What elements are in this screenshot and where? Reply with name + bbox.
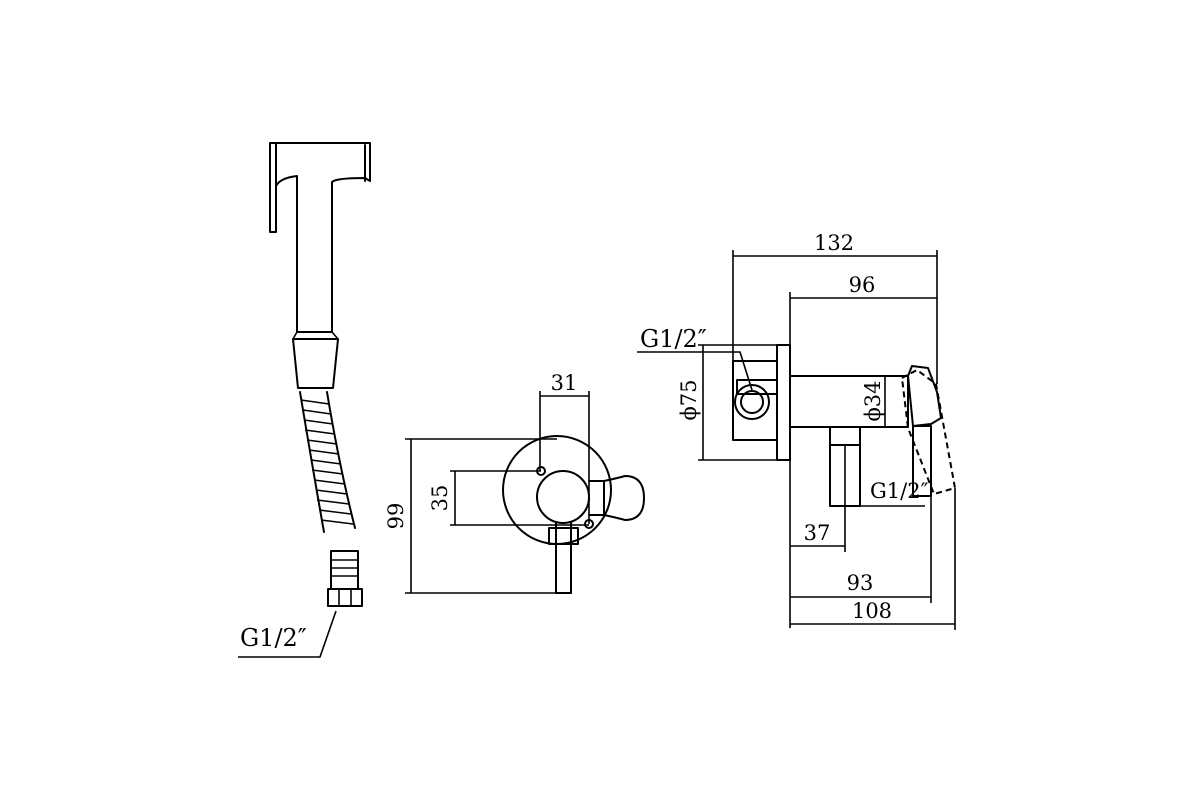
- hose-ribs: [300, 399, 354, 525]
- sprayer-collar: [292, 338, 339, 389]
- valve-body: [536, 470, 590, 524]
- hose-thread-leader: [238, 610, 337, 658]
- dim-front-width-value: 31: [551, 371, 578, 395]
- dim-front-width: [539, 391, 590, 524]
- front-handle: [588, 475, 645, 521]
- sprayer-head: [269, 142, 371, 333]
- side-view: 132 96 ϕ75 ϕ34 G1/2″ G1/2″ 37 93: [637, 231, 957, 630]
- front-outlet-nut: [548, 527, 579, 545]
- dim-body-to-lever: [789, 292, 937, 345]
- outlet-thread-label: G1/2″: [870, 479, 929, 503]
- flexible-hose: [299, 391, 356, 533]
- dim-total-depth-value: 108: [852, 599, 892, 623]
- dim-overall-width: [732, 250, 938, 384]
- dim-front-height: [405, 438, 557, 594]
- hand-sprayer-view: G1/2″: [238, 142, 371, 658]
- dim-lever-depth: [790, 496, 932, 603]
- dim-outlet-offset: [789, 427, 846, 628]
- dim-plate-diameter-value: ϕ75: [677, 379, 701, 420]
- dim-front-inner: [450, 470, 589, 526]
- dim-overall-width-value: 132: [814, 231, 854, 255]
- side-lever: [907, 365, 942, 427]
- front-outlet: [555, 521, 572, 594]
- inlet-thread-leader: [637, 351, 753, 391]
- side-valve-body: [789, 375, 909, 428]
- dim-body-diameter-value: ϕ34: [861, 380, 885, 421]
- hose-thread-label: G1/2″: [240, 624, 307, 652]
- dim-total-depth: [790, 488, 956, 630]
- side-outlet-nut: [829, 426, 861, 446]
- hose-fitting: [330, 550, 359, 590]
- dim-lever-depth-value: 93: [847, 571, 874, 595]
- dim-outlet-offset-value: 37: [804, 521, 831, 545]
- dim-front-inner-value: 35: [428, 485, 452, 512]
- dim-body-to-lever-value: 96: [849, 273, 876, 297]
- hose-nut: [327, 588, 363, 607]
- dim-front-height-value: 99: [384, 503, 408, 530]
- dim-plate-diameter: [698, 344, 777, 461]
- side-inlet-body: [732, 360, 778, 441]
- inlet-thread-label: G1/2″: [640, 325, 707, 353]
- front-view: 99 35 31: [384, 371, 645, 594]
- side-wall-plate: [776, 344, 791, 461]
